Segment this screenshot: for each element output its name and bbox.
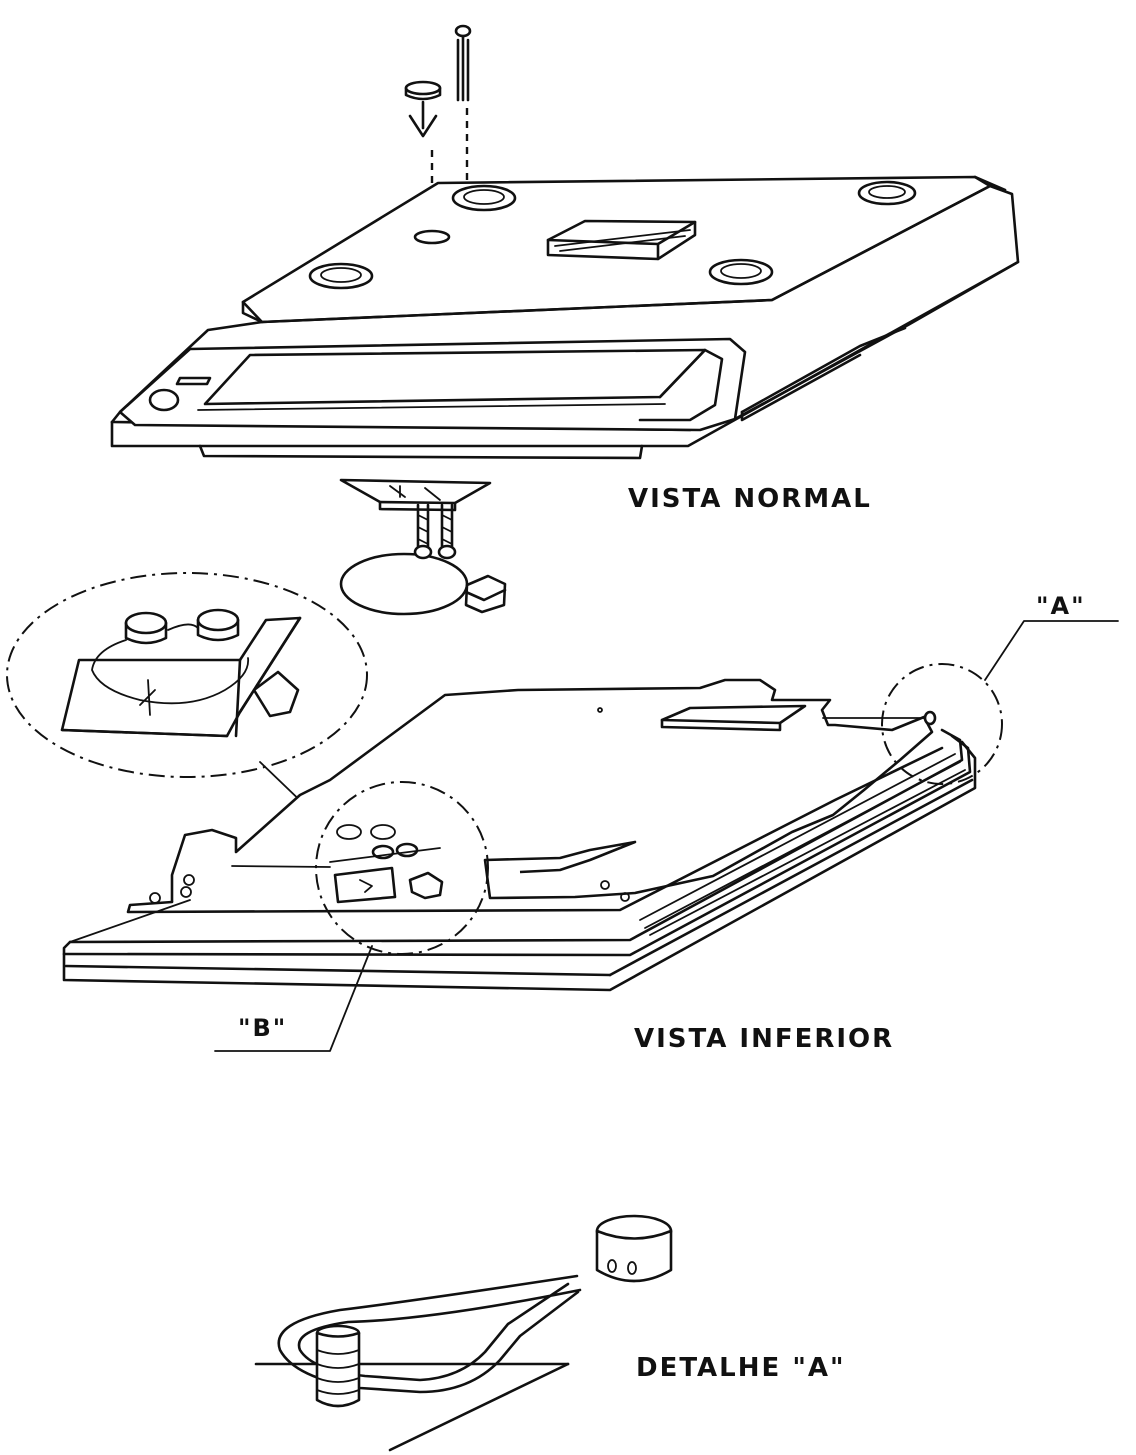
vista-inferior-label: VISTA INFERIOR [634, 1024, 895, 1054]
vista-normal-label: VISTA NORMAL [628, 484, 872, 514]
seal-bracket [339, 478, 507, 616]
callout-b-label: "B" [238, 1014, 288, 1042]
callout-a-label: "A" [1036, 592, 1086, 620]
seal-screw [454, 24, 472, 185]
leader-lines [214, 620, 1119, 1052]
detail-a-drawing [254, 1214, 673, 1452]
scale-normal-view [110, 175, 1020, 460]
scale-bottom-view [62, 663, 1003, 992]
detalhe-a-label: DETALHE "A" [636, 1353, 846, 1383]
detail-b-callout [6, 572, 368, 811]
